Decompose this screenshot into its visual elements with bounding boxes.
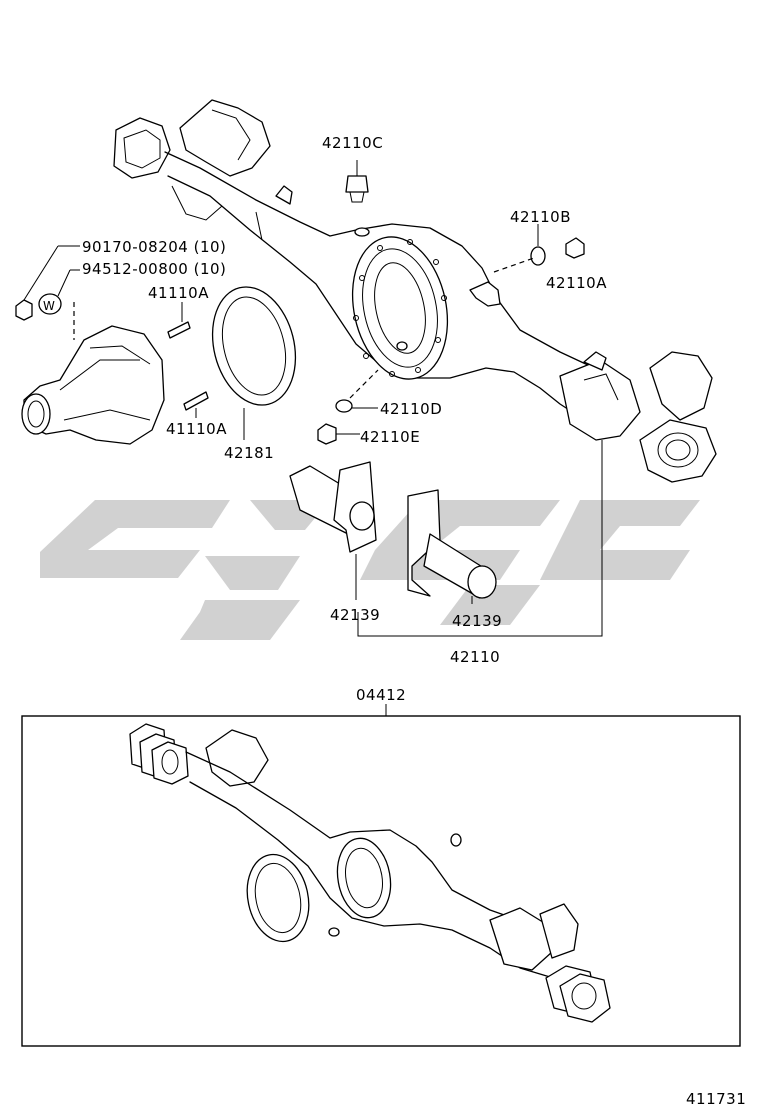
label-42110A: 42110A	[546, 274, 607, 292]
leader-dashed-b	[493, 257, 535, 273]
washer-part-w: W	[38, 293, 62, 315]
assembly-box	[21, 715, 741, 1047]
label-42110D: 42110D	[380, 400, 442, 418]
label-94512: 94512-00800 (10)	[82, 260, 226, 278]
bolt-holes	[353, 239, 447, 377]
plug-part-a	[565, 237, 585, 259]
stud-bolt-top	[167, 302, 191, 339]
label-42110: 42110	[450, 648, 500, 666]
leader-dashed-d	[349, 369, 379, 399]
plug-part-e	[317, 423, 360, 445]
figure-number: 411731	[686, 1090, 746, 1108]
axle-tube-right	[407, 489, 497, 604]
label-90170: 90170-08204 (10)	[82, 238, 226, 256]
differential-carrier	[21, 325, 165, 445]
nut-part	[15, 299, 33, 321]
axle-housing	[113, 99, 717, 483]
label-42110C: 42110C	[322, 134, 383, 152]
gasket-part	[211, 286, 297, 440]
label-42110E: 42110E	[360, 428, 420, 446]
stud-bolt-bottom	[183, 391, 209, 418]
label-42139-left: 42139	[330, 606, 380, 624]
label-41110A-top: 41110A	[148, 284, 209, 302]
washer-part-d	[335, 399, 378, 413]
label-42139-right: 42139	[452, 612, 502, 630]
label-42110B: 42110B	[510, 208, 571, 226]
label-41110A-bottom: 41110A	[166, 420, 227, 438]
washer-part-b	[530, 224, 546, 266]
washer-mark: W	[43, 299, 55, 313]
leader-42110	[357, 440, 603, 637]
label-04412: 04412	[356, 686, 406, 704]
label-42181: 42181	[224, 444, 274, 462]
breather-plug-part	[345, 160, 369, 203]
axle-tube-left	[289, 461, 377, 600]
assembly-axle-housing	[129, 723, 611, 1023]
